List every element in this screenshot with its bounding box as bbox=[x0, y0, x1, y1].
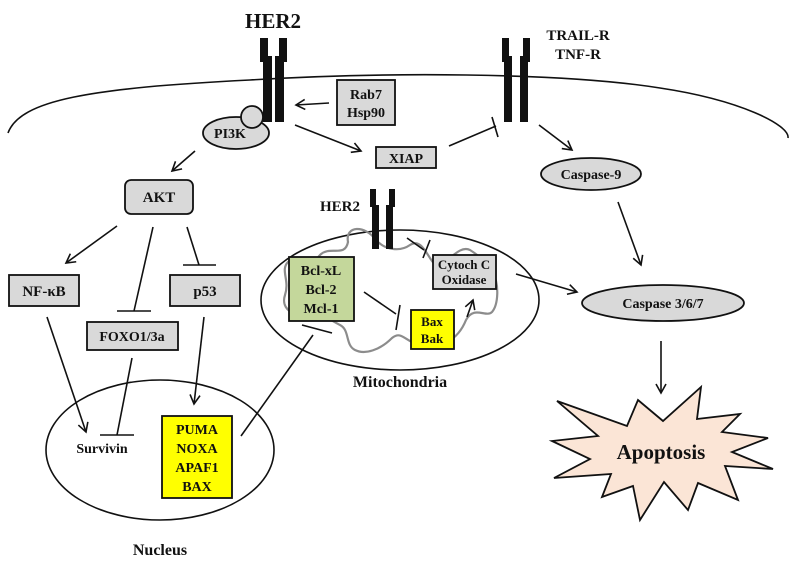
tnf-r-label: TNF-R bbox=[555, 47, 601, 63]
arrow-nfkb-survivin bbox=[46, 316, 89, 434]
arrow-akt-nfkb bbox=[64, 225, 118, 264]
svg-text:APAF1: APAF1 bbox=[175, 461, 218, 476]
svg-text:Mcl-1: Mcl-1 bbox=[304, 302, 339, 317]
arrow-p53-puma bbox=[189, 316, 205, 406]
svg-text:Bak: Bak bbox=[421, 331, 444, 346]
svg-text:BAX: BAX bbox=[182, 480, 212, 495]
svg-text:Caspase-9: Caspase-9 bbox=[561, 168, 622, 183]
caspase9-node: Caspase-9 bbox=[540, 157, 642, 191]
arrow-bax-cytoch bbox=[464, 298, 476, 318]
svg-text:Rab7: Rab7 bbox=[350, 88, 382, 103]
inhibit-her2-cytoch bbox=[406, 237, 425, 251]
inhibit-akt-foxo bbox=[133, 226, 154, 312]
svg-text:Caspase 3/6/7: Caspase 3/6/7 bbox=[622, 297, 703, 312]
svg-text:Cytoch C: Cytoch C bbox=[438, 257, 490, 272]
bcl-node: Bcl-xL Bcl-2 Mcl-1 bbox=[288, 256, 355, 322]
arrow-trail-caspase9 bbox=[538, 124, 574, 151]
inhibit-bcl-bax-bar bbox=[395, 304, 401, 331]
her2-receptor-icon bbox=[260, 38, 287, 122]
p53-node: p53 bbox=[169, 274, 241, 307]
mitochondria-compartment bbox=[260, 229, 540, 371]
her2-mito-label: HER2 bbox=[320, 199, 360, 215]
her2-label: HER2 bbox=[245, 9, 301, 33]
arrow-rab7-her2 bbox=[294, 98, 330, 111]
arrow-her2-xiap bbox=[294, 124, 363, 154]
pi3k-node: PI3K bbox=[202, 105, 270, 150]
arrow-caspase9-caspase367 bbox=[617, 201, 644, 267]
nucleus-compartment bbox=[45, 379, 275, 521]
inhibit-puma-bcl-bar bbox=[301, 324, 333, 334]
inhibit-xiap-trail bbox=[448, 125, 497, 147]
akt-node: AKT bbox=[124, 179, 194, 215]
rab7-hsp90-node: Rab7 Hsp90 bbox=[336, 79, 396, 126]
svg-text:FOXO1/3a: FOXO1/3a bbox=[99, 330, 164, 345]
survivin-node: Survivin bbox=[76, 442, 128, 457]
inhibit-foxo-survivin bbox=[116, 357, 133, 436]
trail-receptor-icon bbox=[502, 38, 530, 122]
svg-text:Hsp90: Hsp90 bbox=[347, 106, 385, 121]
nucleus-label: Nucleus bbox=[133, 542, 187, 559]
her2-mito-receptor-icon bbox=[370, 189, 395, 249]
svg-text:NOXA: NOXA bbox=[176, 442, 218, 457]
bax-bak-node: Bax Bak bbox=[410, 309, 455, 350]
xiap-node: XIAP bbox=[375, 146, 437, 169]
apoptosis-node: Apoptosis bbox=[548, 384, 774, 523]
inhibit-bcl-bax bbox=[363, 291, 397, 315]
puma-noxa-apaf1-bax-node: PUMA NOXA APAF1 BAX bbox=[161, 415, 233, 499]
svg-text:Oxidase: Oxidase bbox=[442, 272, 487, 287]
svg-text:Bcl-xL: Bcl-xL bbox=[301, 264, 341, 279]
trail-r-label: TRAIL-R bbox=[546, 28, 610, 44]
nfkb-node: NF-κB bbox=[8, 274, 80, 307]
inhibit-akt-p53 bbox=[186, 226, 200, 266]
svg-text:PI3K: PI3K bbox=[214, 127, 246, 142]
inhibit-xiap-trail-bar bbox=[491, 116, 499, 138]
svg-text:Apoptosis: Apoptosis bbox=[617, 440, 706, 464]
inhibit-her2-cytoch-bar bbox=[422, 239, 431, 259]
foxo-node: FOXO1/3a bbox=[86, 321, 179, 351]
svg-text:Bax: Bax bbox=[421, 314, 443, 329]
svg-text:XIAP: XIAP bbox=[389, 152, 424, 167]
caspase367-node: Caspase 3/6/7 bbox=[581, 284, 745, 322]
svg-text:NF-κB: NF-κB bbox=[22, 284, 65, 300]
svg-text:AKT: AKT bbox=[143, 190, 176, 206]
cytoch-c-oxidase-node: Cytoch C Oxidase bbox=[432, 254, 497, 290]
svg-text:p53: p53 bbox=[193, 284, 216, 300]
inhibit-puma-bcl bbox=[240, 334, 314, 437]
svg-text:PUMA: PUMA bbox=[176, 423, 219, 438]
mitochondria-label: Mitochondria bbox=[353, 374, 447, 391]
arrow-pi3k-akt bbox=[170, 150, 196, 173]
arrow-cytoch-caspase367 bbox=[515, 273, 579, 296]
svg-text:Bcl-2: Bcl-2 bbox=[305, 283, 336, 298]
cell-membrane bbox=[7, 73, 789, 139]
